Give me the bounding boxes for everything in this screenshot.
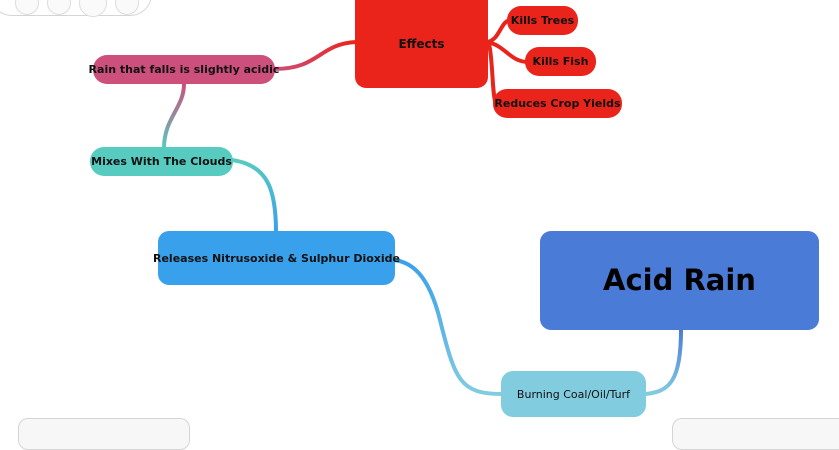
bottom-left-panel [18, 418, 190, 450]
link-effects-killsfish [486, 40, 529, 64]
node-reduces-crop-yields[interactable]: Reduces Crop Yields [493, 89, 622, 118]
node-mixes-clouds[interactable]: Mixes With The Clouds [90, 147, 233, 176]
link-mixes-rain [162, 83, 186, 149]
node-rain-acidic[interactable]: Rain that falls is slightly acidic [89, 55, 279, 84]
node-releases-gases[interactable]: Releases Nitrusoxide & Sulphur Dioxide [153, 231, 400, 285]
zoom-toolbar [0, 0, 152, 17]
link-burning-releases [393, 258, 503, 396]
node-kills-trees[interactable]: Kills Trees [507, 6, 578, 35]
bottom-right-panel [672, 418, 839, 450]
node-effects[interactable]: Effects [355, 0, 488, 88]
node-burning-coal[interactable]: Burning Coal/Oil/Turf [501, 371, 646, 417]
link-rain-effects [273, 40, 357, 71]
link-releases-mixes [231, 158, 278, 233]
node-kills-fish[interactable]: Kills Fish [525, 47, 596, 76]
link-central-burning [644, 329, 683, 396]
mindmap-links [162, 18, 683, 396]
central-topic-acid-rain[interactable]: Acid Rain [540, 231, 819, 330]
